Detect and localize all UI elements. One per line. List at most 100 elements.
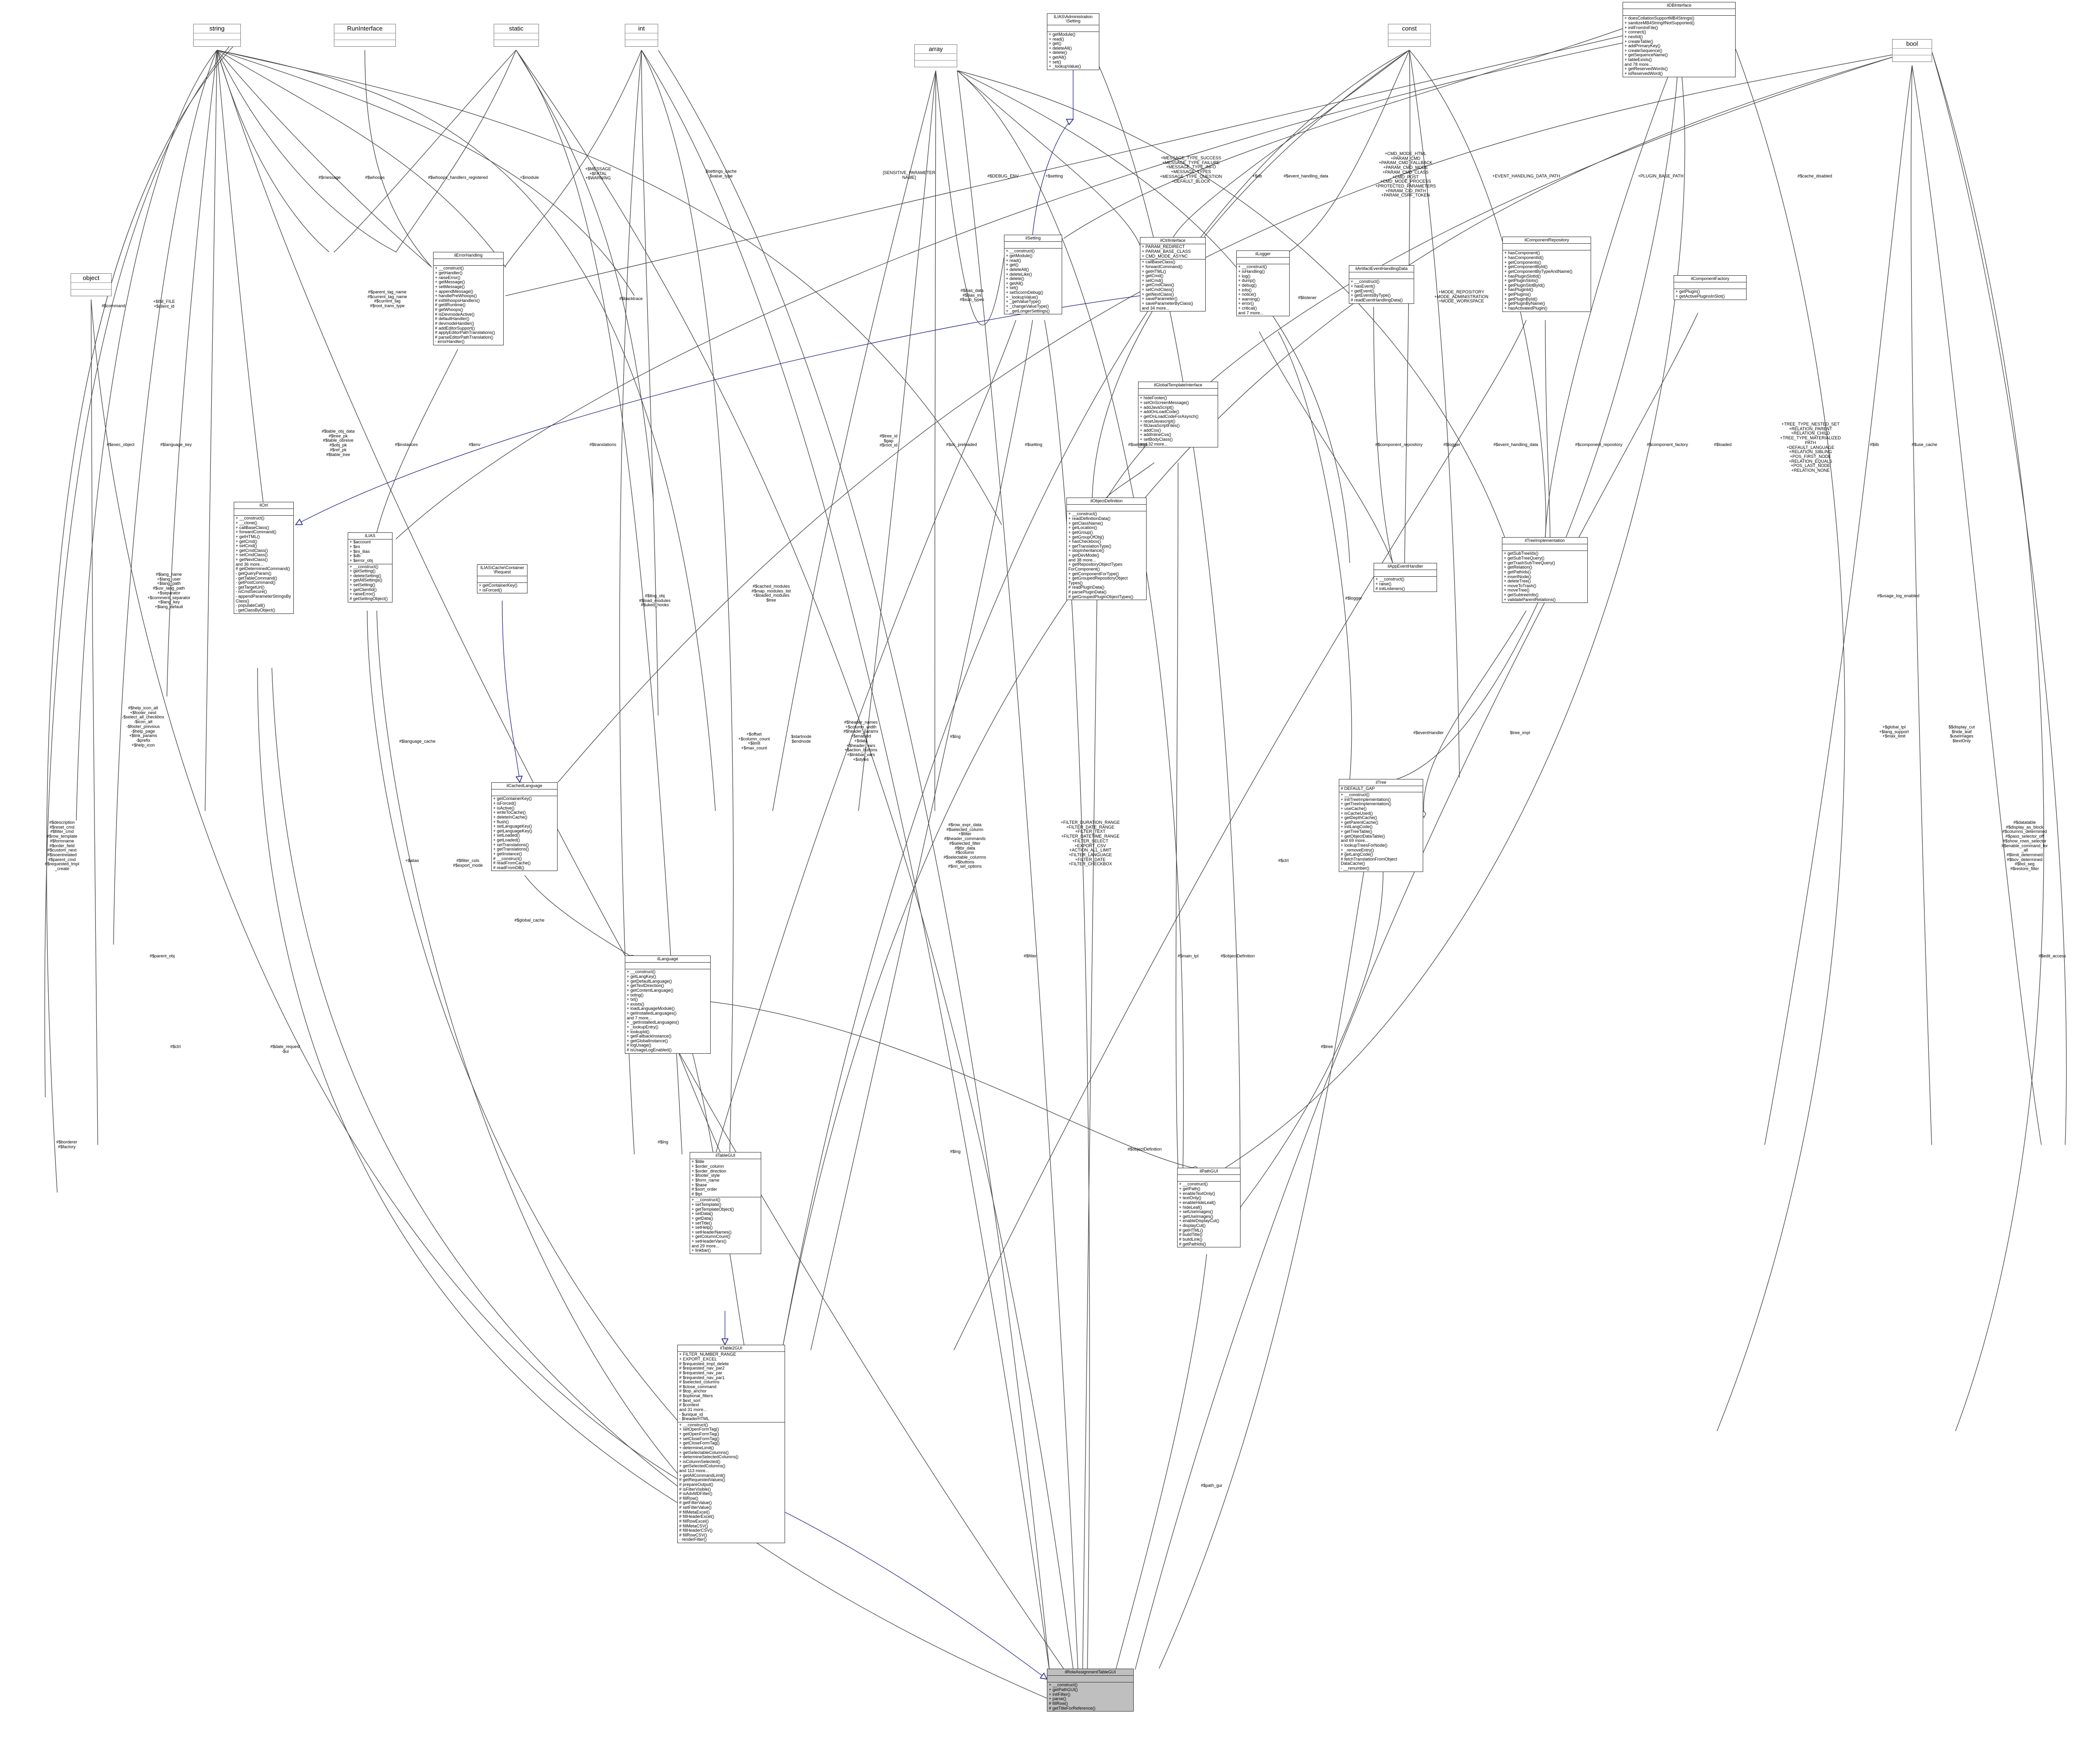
class-node-ilcomponentrepository[interactable]: ilComponentRepository+ hasComponent() + … [1502, 237, 1591, 312]
edge-label: #$use_cache [1912, 442, 1937, 447]
edge-label: +$offset +$column_count +$limit +$max_co… [738, 732, 770, 751]
class-node-ilias[interactable]: ILIAS+ $account + $ini + $ini_ilias + $d… [348, 532, 393, 602]
edge-label: #$ctrl [170, 1044, 181, 1049]
edge-label: [SENSITIVE_PARAMETER NAME] [883, 170, 935, 180]
class-node-attributes [1047, 25, 1099, 32]
class-node-title: bool [1893, 40, 1932, 49]
edge-label: +$db [1252, 174, 1262, 178]
edge-label: #$objectDefinition [1128, 1147, 1162, 1152]
class-node-operations: + doesCollationSupportMB4Strings() + san… [1624, 16, 1695, 76]
class-node-operations [71, 290, 111, 296]
edge-label: +$module [520, 175, 539, 180]
class-node-attributes: + FILTER_NUMBER_RANGE + EXPORT_EXCEL # $… [678, 1352, 785, 1422]
class-node-attributes [1623, 9, 1735, 16]
class-node-ilias_cache_container_request[interactable]: ILIAS\Cache\Container \Request+ getConta… [477, 564, 528, 594]
class-node-array[interactable]: array [914, 44, 957, 67]
class-node-ilartifacteventhandlingdata[interactable]: ilArtifactEventHandlingData+ __construct… [1349, 265, 1414, 304]
class-node-title: ILIAS\Cache\Container \Request [477, 565, 527, 576]
class-node-operations: + __construct() + isHandling() + log() +… [1238, 264, 1267, 315]
edge-label: +$INI_FILE +$client_id [153, 299, 175, 309]
class-node-operations [494, 40, 538, 46]
edge-label: +$global_tpl +$lang_support +$max_limit [1879, 725, 1909, 739]
class-node-attributes: # DEFAULT_GAP [1339, 786, 1423, 793]
edge-label: #$command [102, 303, 125, 308]
class-node-operations: + __construct() + hasEvent() + getEvent(… [1351, 279, 1403, 302]
class-node-operations: + __construct() + getPath() + enableText… [1179, 1182, 1220, 1246]
edge-label: #$component_factory [1646, 442, 1688, 447]
class-node-operations: + __construct() + getHandler() + raiseEr… [435, 266, 495, 344]
edge-label: #$cached_modules #$map_modules_list +$lo… [751, 584, 791, 603]
class-node-iltable2gui[interactable]: ilTable2GUI+ FILTER_NUMBER_RANGE + EXPOR… [677, 1345, 785, 1544]
class-node-title: array [915, 45, 957, 54]
edge-label: #$row_expr_data #$selected_column +$filt… [943, 822, 986, 869]
class-node-title: ILIAS\Administration \Setting [1047, 14, 1099, 25]
class-node-title: ilObjectDefinition [1067, 498, 1146, 505]
class-node-operations: + callBaseClass() + forwardCommand() + g… [1142, 260, 1193, 311]
edge-label: #$language_cache [399, 739, 436, 744]
edge-label: #$global_cache [514, 918, 545, 923]
class-node-ildbinterface[interactable]: ilDBInterface+ doesCollationSupportMB4St… [1623, 2, 1736, 77]
class-node-ilerrorhandling[interactable]: ilErrorHandling+ __construct() + getHand… [433, 252, 504, 346]
class-node-runinterface[interactable]: RunInterface [334, 24, 396, 47]
edge-label: #$event_handling_data [1283, 174, 1328, 178]
class-node-attributes [625, 963, 710, 970]
class-node-title: object [71, 274, 111, 283]
class-node-int[interactable]: int [625, 24, 658, 47]
edge-label: #$exec_object [106, 442, 135, 447]
class-node-static[interactable]: static [494, 24, 539, 47]
edge-label: #$parent_obj [149, 954, 175, 958]
class-node-operations [625, 40, 658, 46]
class-node-attributes [1374, 570, 1437, 577]
edge-label: #$language_key [160, 442, 192, 447]
class-node-attributes [1178, 1175, 1240, 1182]
edge-label: #$component_repository [1375, 442, 1423, 447]
class-node-ilobjectdefinition[interactable]: ilObjectDefinition+ __construct() + read… [1066, 498, 1147, 601]
class-node-iltablegui[interactable]: ilTableGUI+ $title + $order_column + $or… [690, 1152, 761, 1254]
class-node-operations [915, 61, 957, 67]
class-node-illogger[interactable]: ilLogger+ __construct() + isHandling() +… [1236, 250, 1290, 317]
class-node-ilcachedlanguage[interactable]: ilCachedLanguage+ getContainerKey() + is… [491, 782, 558, 872]
class-node-ilctrl[interactable]: ilCtrl+ __construct() + __clone() + call… [234, 502, 294, 614]
class-node-ilcomponentfactory[interactable]: ilComponentFactory+ getPlugin() + getAct… [1674, 275, 1747, 300]
class-node-ilglobaltemplateinterface[interactable]: ilGlobalTemplateInterface+ hideFooter() … [1138, 382, 1218, 448]
edge-label: #$parent_tag_name #$current_tag_name #$c… [367, 290, 407, 309]
edge-label: +$MESSAGE +$FATAL +$WARNING [585, 166, 611, 181]
class-node-title: int [625, 24, 658, 33]
class-node-ilctrlinterface[interactable]: ilCtrlInterface+ PARAM_REDIRECT + PARAM_… [1140, 237, 1206, 312]
class-node-operations: + getContainerKey() + isForced() + isAct… [493, 796, 532, 870]
class-node-attributes [915, 54, 957, 61]
class-node-ilpathgui[interactable]: ilPathGUI+ __construct() + getPath() + e… [1177, 1168, 1241, 1248]
class-node-attributes: + $title + $order_column + $order_direct… [690, 1159, 761, 1198]
class-node-title: ilRoleAssignmentTableGUI [1047, 1669, 1133, 1676]
class-node-attributes [1237, 258, 1289, 265]
class-node-illanguage[interactable]: ilLanguage+ __construct() + getLangKey()… [625, 955, 711, 1054]
class-node-ilias_admin_setting[interactable]: ILIAS\Administration \Setting + getModule… [1047, 13, 1099, 70]
class-node-ilappeventhandler[interactable]: ilAppEventHandler+ __construct() + raise… [1374, 563, 1437, 592]
edge-label: #$header_names +$column_width #$header_p… [843, 720, 879, 762]
class-node-operations: + __construct() + setTemplate() + getTem… [692, 1197, 734, 1253]
edge-label: #$date_request -$ui [270, 1044, 300, 1054]
class-node-string[interactable]: string [193, 24, 241, 47]
edge-label: +MESSAGE_TYPE_SUCCESS +MESSAGE_TYPE_FAIL… [1159, 156, 1222, 184]
class-node-ilroleassignmenttablegui[interactable]: ilRoleAssignmentTableGUI + __construct() … [1047, 1669, 1134, 1712]
class-node-const[interactable]: const [1388, 24, 1431, 47]
class-node-iltree[interactable]: ilTree# DEFAULT_GAP+ __construct() + ini… [1339, 779, 1423, 872]
edge-label: +PLUGIN_BASE_PATH [1638, 174, 1684, 178]
class-node-operations: + getModule() + read() + get() + deleteA… [1049, 31, 1081, 69]
edge-label: #$logger [1443, 442, 1460, 447]
class-node-ilsetting[interactable]: ilSetting+ __construct() + getModule() +… [1004, 235, 1062, 315]
class-node-iltreeimplementation[interactable]: ilTreeImplementation+ getSubTreeIds() + … [1502, 537, 1588, 603]
class-node-operations: + __construct() + getPathGUI() + initFil… [1049, 1682, 1096, 1711]
class-node-object[interactable]: object [71, 273, 112, 296]
class-node-bool[interactable]: bool [1892, 39, 1932, 62]
edge-label: #$edit_access [2038, 954, 2066, 958]
edge-label: #$oc_preloaded [946, 442, 977, 447]
class-node-operations [194, 40, 240, 46]
class-node-title: ilComponentFactory [1674, 276, 1746, 283]
edge-label: #$translations [589, 442, 617, 447]
edge-label: #$listener [1298, 295, 1317, 300]
edge-label: #$description #$reset_cmd #$filter_cmd #… [44, 820, 80, 872]
edge-label: #$lang_name +$lang_user +$lang_path #$us… [147, 572, 191, 610]
class-node-operations: + __construct() + getSetting() + deleteS… [350, 564, 388, 601]
